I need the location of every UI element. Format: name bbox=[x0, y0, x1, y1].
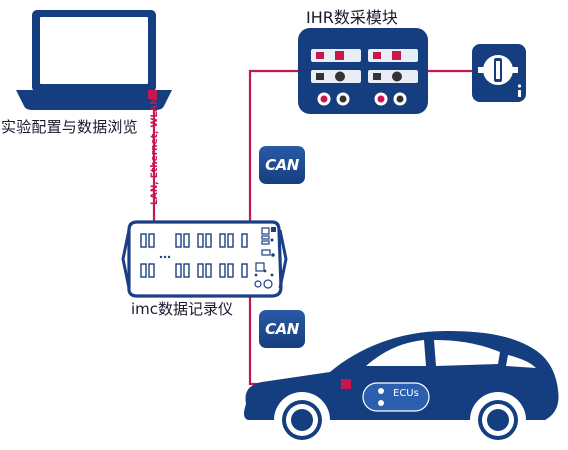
module-logger-line bbox=[248, 69, 298, 222]
link-label: LAN, Ethernet, WLAN bbox=[150, 97, 160, 205]
can-badge-top: CAN bbox=[259, 146, 305, 184]
laptop-icon bbox=[16, 10, 172, 110]
laptop-label: 实验配置与数据浏览 bbox=[1, 118, 138, 136]
data-logger-icon bbox=[121, 220, 288, 298]
can-badge-bottom: CAN bbox=[259, 310, 305, 348]
sensor-icon bbox=[472, 44, 526, 102]
car-icon bbox=[240, 331, 568, 450]
logger-label: imc数据记录仪 bbox=[131, 300, 234, 318]
module-label: IHR数采模块 bbox=[306, 8, 398, 27]
ihr-module-icon bbox=[298, 28, 428, 114]
ecu-label: ECUs bbox=[393, 388, 419, 399]
